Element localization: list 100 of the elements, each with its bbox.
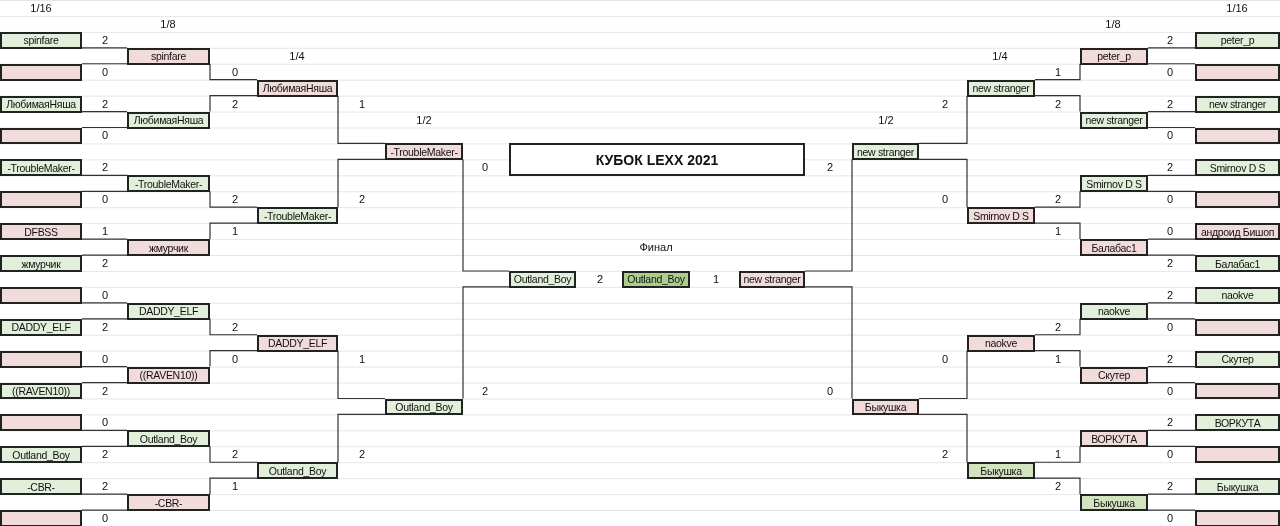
round-label: 1/8 [160, 17, 176, 30]
score-number: 2 [1166, 33, 1174, 46]
player-name-cell: naokve [967, 334, 1035, 352]
player-name-cell: new stranger [739, 270, 805, 288]
bracket-line [337, 95, 386, 145]
score-number: 2 [101, 97, 109, 110]
score-number: 0 [1166, 193, 1174, 206]
bracket-line [1147, 238, 1196, 240]
player-name-cell: -TroubleMaker- [0, 159, 82, 177]
bracket-line [462, 158, 510, 272]
score-number: 2 [231, 193, 239, 206]
score-number: 2 [826, 161, 834, 174]
bracket-line [1147, 111, 1196, 113]
empty-player-cell [1195, 191, 1280, 209]
bracket-line [337, 413, 386, 463]
bracket-line [918, 158, 968, 208]
bracket-line [209, 445, 258, 463]
score-number: 0 [1166, 129, 1174, 142]
empty-player-cell [0, 414, 82, 432]
score-number: 2 [1054, 320, 1062, 333]
player-name-cell: Быкушка [967, 462, 1035, 480]
empty-player-cell [0, 350, 82, 368]
bracket-line [209, 318, 258, 336]
score-number: 1 [231, 480, 239, 493]
empty-player-cell [0, 286, 82, 304]
bracket-line [209, 95, 258, 113]
player-name-cell: Скутер [1080, 366, 1148, 384]
score-number: 1 [101, 225, 109, 238]
bracket-line [1147, 429, 1196, 431]
bracket-line [462, 286, 510, 400]
bracket-line [1147, 445, 1196, 447]
round-label: 1/8 [1105, 17, 1121, 30]
score-number: 1 [231, 225, 239, 238]
bracket-line [81, 238, 128, 240]
score-number: 2 [231, 320, 239, 333]
bracket-line [918, 413, 968, 463]
bracket-line [918, 350, 968, 400]
bracket-line [1147, 190, 1196, 192]
bracket-line [81, 190, 128, 192]
player-name-cell: Быкушка [852, 398, 919, 416]
score-number: 1 [1054, 225, 1062, 238]
bracket-line [81, 381, 128, 384]
score-number: 2 [596, 272, 604, 285]
score-number: 2 [1166, 352, 1174, 365]
score-number: 1 [1054, 448, 1062, 461]
bracket-line [81, 445, 128, 447]
bracket-line [1034, 318, 1081, 336]
round-label: 1/4 [289, 49, 305, 62]
bracket-line [209, 63, 258, 81]
score-number: 0 [101, 288, 109, 301]
bracket-line [81, 111, 128, 113]
bracket-line [81, 366, 128, 368]
score-number: 2 [101, 448, 109, 461]
player-name-cell: Outland_Boy [127, 430, 210, 448]
bracket-line [1147, 126, 1196, 129]
player-name-cell: Быкушка [1080, 494, 1148, 512]
empty-player-cell [0, 63, 82, 81]
score-number: 2 [101, 33, 109, 46]
player-name-cell: Smirnov D S [967, 207, 1035, 225]
bracket-line [1147, 493, 1196, 495]
player-name-cell: new stranger [1195, 95, 1280, 113]
bracket-line [918, 95, 968, 145]
player-name-cell: new stranger [1080, 111, 1148, 129]
player-name-cell: peter_p [1195, 31, 1280, 49]
player-name-cell: -TroubleMaker- [257, 207, 338, 225]
score-number: 2 [101, 480, 109, 493]
round-label: 1/4 [992, 49, 1008, 62]
score-number: 1 [1054, 65, 1062, 78]
bracket-line [81, 429, 128, 431]
player-name-cell: DADDY_ELF [0, 318, 82, 336]
score-number: 2 [1166, 257, 1174, 269]
bracket-line [81, 493, 128, 495]
score-number: 0 [1166, 384, 1174, 397]
player-name-cell: ВОРКУТА [1195, 414, 1280, 432]
player-name-cell: new stranger [852, 143, 919, 161]
player-name-cell: spinfare [127, 47, 210, 65]
player-name-cell: жмурчик [127, 239, 210, 257]
score-number: 0 [941, 193, 949, 206]
player-name-cell: peter_p [1080, 47, 1148, 65]
empty-player-cell [1195, 127, 1280, 145]
player-name-cell: DADDY_ELF [257, 334, 338, 352]
empty-player-cell [0, 510, 82, 526]
score-number: 0 [101, 352, 109, 365]
title-banner: КУБОК LEXX 2021 [509, 143, 805, 177]
bracket-line [81, 47, 128, 49]
player-name-cell: Балабас1 [1195, 255, 1280, 272]
empty-player-cell [1195, 510, 1280, 526]
score-number: 0 [1166, 65, 1174, 78]
player-name-cell: ЛюбимаяНяша [127, 111, 210, 129]
bracket-line [1147, 63, 1196, 65]
score-number: 2 [481, 384, 489, 397]
bracket-line [1034, 63, 1081, 81]
player-name-cell: Outland_Boy [257, 462, 338, 480]
score-number: 0 [1166, 448, 1174, 461]
score-number: 0 [231, 65, 239, 78]
bracket-line [1147, 254, 1196, 256]
bracket-line [209, 190, 258, 208]
score-number: 0 [1166, 320, 1174, 333]
score-number: 0 [101, 65, 109, 78]
bracket-line [81, 509, 128, 511]
